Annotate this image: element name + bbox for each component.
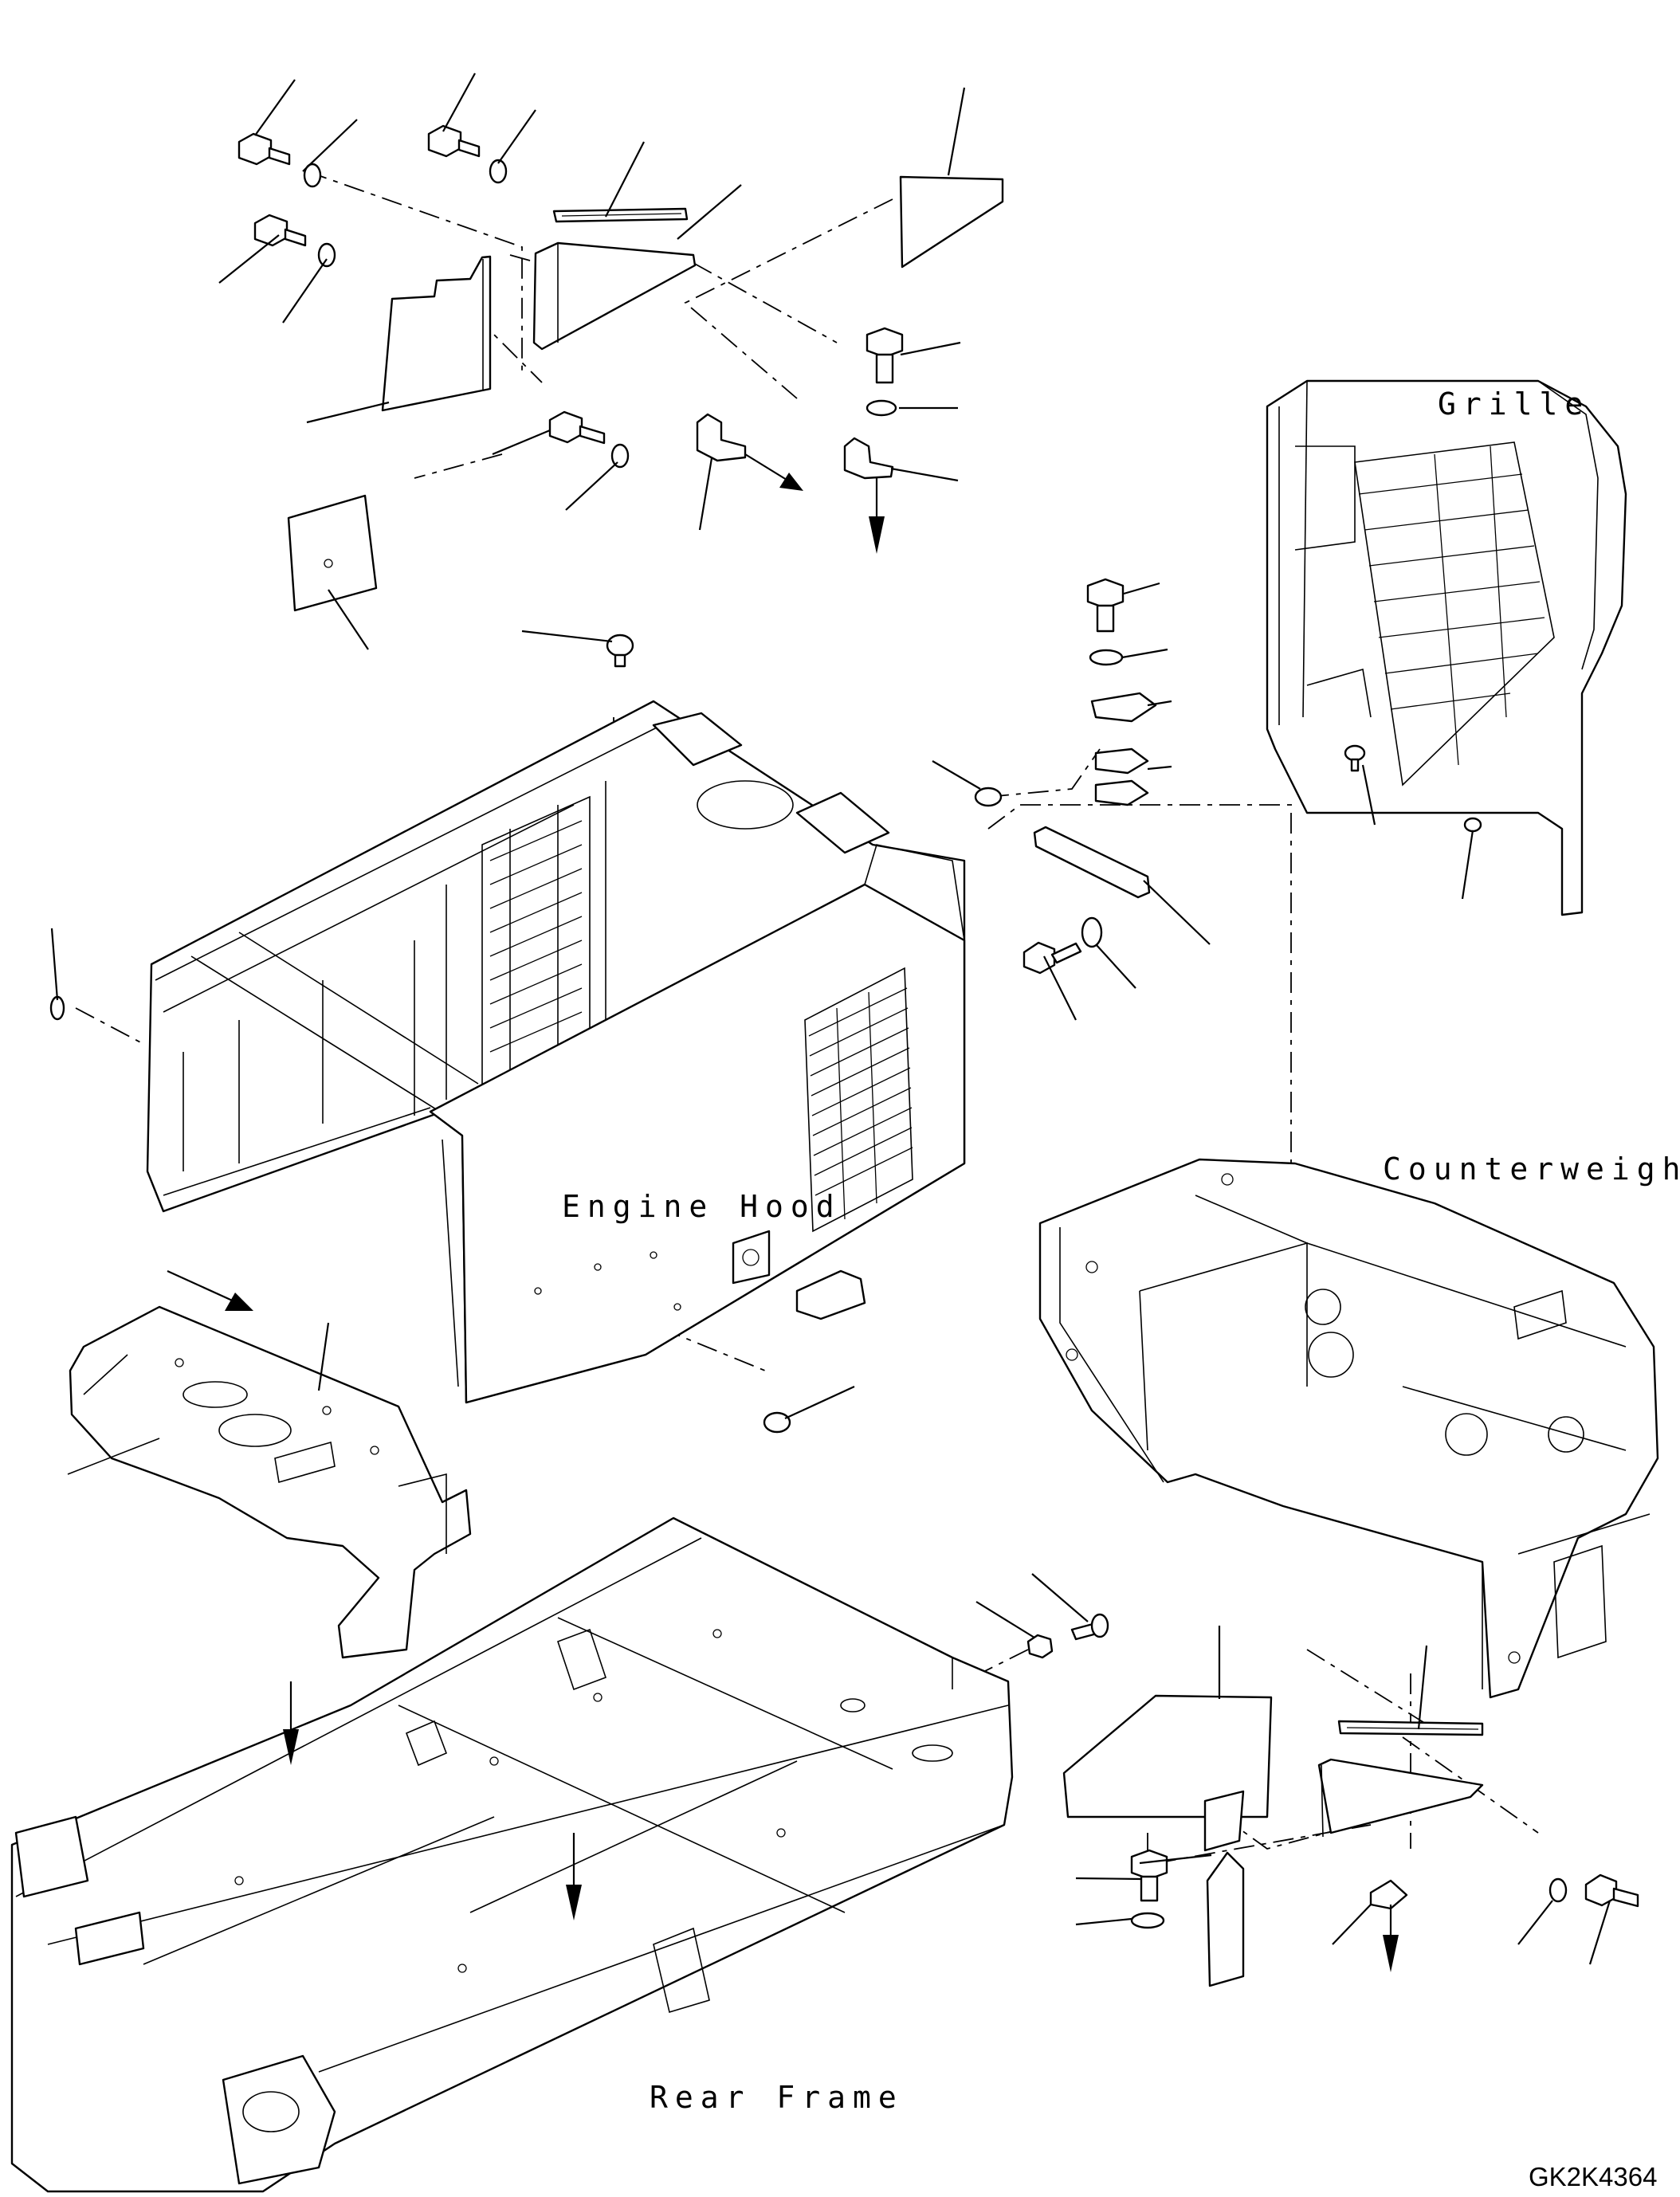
rear-frame-assembly: Rear Frame bbox=[10, 1516, 1109, 2193]
support-bracket bbox=[1203, 1790, 1245, 1852]
bolt-icon bbox=[1070, 1613, 1109, 1641]
washer-icon bbox=[1081, 916, 1103, 948]
bolt-icon bbox=[1584, 1873, 1639, 1908]
knob-fastener-icon bbox=[49, 995, 65, 1021]
bolt-icon bbox=[1023, 941, 1082, 975]
knob-fastener-icon bbox=[606, 634, 634, 668]
cover-plate bbox=[381, 255, 492, 412]
block-plate bbox=[287, 494, 378, 612]
knob-fastener-icon bbox=[763, 1411, 791, 1434]
curved-bracket bbox=[1206, 1851, 1245, 1987]
bolt-icon bbox=[866, 327, 904, 384]
knob-fastener-icon bbox=[1344, 744, 1366, 772]
washer-icon bbox=[303, 163, 322, 188]
engine-hood-assembly: Engine Hood bbox=[49, 630, 966, 1434]
washer-icon bbox=[1549, 1877, 1568, 1903]
rear-frame-label: Rear Frame bbox=[650, 2080, 904, 2115]
clip-bracket bbox=[1369, 1879, 1408, 1910]
clip-bracket bbox=[696, 413, 747, 462]
counterweight-assembly: Counterweight bbox=[1038, 1151, 1680, 1699]
clip-bracket bbox=[843, 437, 894, 480]
engine-mount-frame bbox=[67, 1269, 472, 1659]
grille-assembly: Grille bbox=[1266, 379, 1627, 916]
washer-icon bbox=[866, 399, 897, 417]
bolt-icon bbox=[253, 214, 307, 247]
bolt-icon bbox=[237, 132, 291, 166]
knob-fastener-icon bbox=[1463, 817, 1482, 833]
bolt-icon bbox=[1130, 1849, 1168, 1902]
nut-icon bbox=[1026, 1634, 1054, 1659]
cover-plate bbox=[1062, 1694, 1273, 1818]
latch-plate bbox=[1033, 826, 1151, 899]
triangle-plate bbox=[1317, 1758, 1484, 1834]
bottom-right-plate-group bbox=[1062, 1626, 1639, 1987]
washer-icon bbox=[1089, 649, 1124, 666]
grille-label: Grille bbox=[1438, 386, 1590, 422]
bolt-icon bbox=[1086, 578, 1125, 633]
washer-icon bbox=[317, 242, 336, 268]
washer-icon bbox=[489, 159, 508, 184]
washer-icon bbox=[1130, 1912, 1165, 1929]
tapered-plate bbox=[899, 175, 1004, 269]
top-left-bracket-group bbox=[218, 73, 1004, 650]
counterweight-label: Counterweight bbox=[1383, 1151, 1680, 1187]
knob-fastener-icon bbox=[974, 787, 1003, 807]
washer-icon bbox=[610, 443, 630, 469]
drawing-code: GK2K4364 bbox=[1529, 2162, 1657, 2191]
engine-hood-label: Engine Hood bbox=[562, 1189, 842, 1224]
bolt-icon bbox=[548, 410, 606, 445]
latch-stack bbox=[932, 578, 1211, 1021]
bolt-icon bbox=[427, 124, 481, 158]
